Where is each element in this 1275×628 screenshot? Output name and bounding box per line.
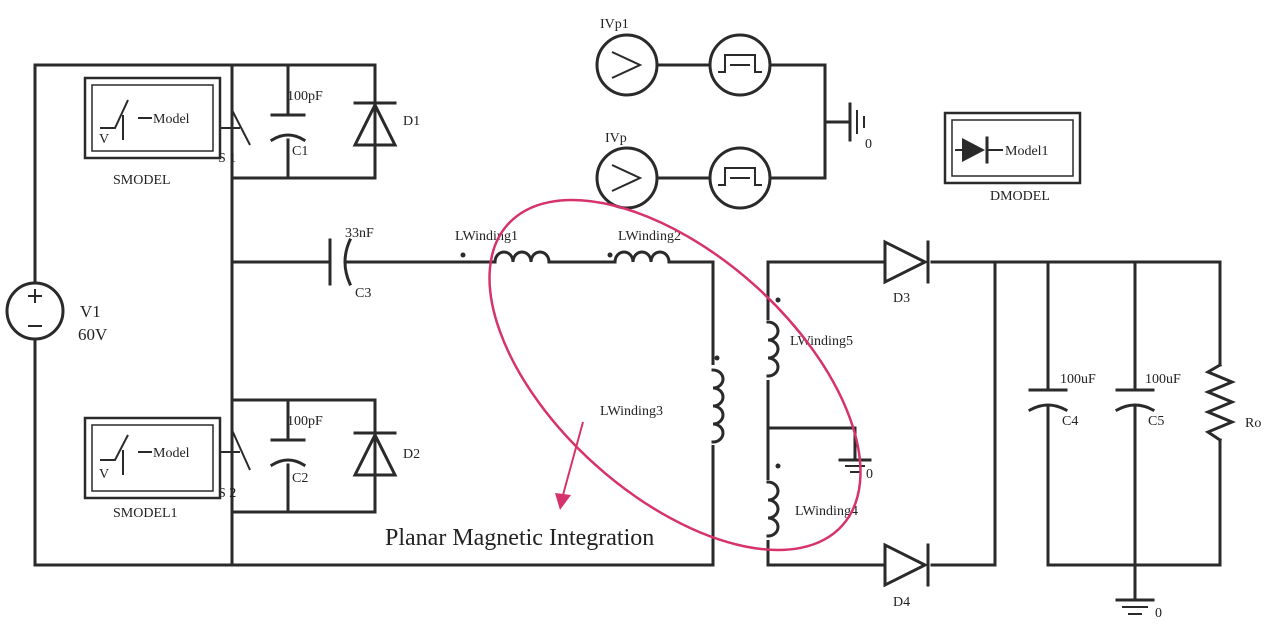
ro-label: Ro	[1245, 416, 1261, 431]
winding-lw4: LWinding4	[760, 463, 858, 540]
c4-value: 100uF	[1060, 372, 1096, 387]
ground-output: 0	[1115, 598, 1162, 621]
s2-label: S 2	[218, 486, 236, 501]
integration-highlight: Planar Magnetic Integration	[385, 198, 862, 552]
d1-label: D1	[403, 114, 420, 129]
smodel-bottom-block: V Model SMODEL1	[83, 416, 222, 521]
lw1-label: LWinding1	[455, 229, 518, 244]
ivp1-label: IVp1	[600, 17, 629, 32]
lw3-label: LWinding3	[600, 404, 663, 419]
v1-ref: V1	[80, 302, 101, 321]
dmodel-model: Model1	[1005, 144, 1049, 159]
d2-label: D2	[403, 447, 420, 462]
smodel-bottom-model: Model	[153, 446, 190, 461]
d3-label: D3	[893, 291, 910, 306]
c1-ref: C1	[292, 144, 308, 159]
smodel-bottom-v: V	[99, 467, 109, 482]
winding-lw5: LWinding5	[760, 297, 853, 380]
diode-d4: D4	[883, 542, 930, 610]
diode-d3: D3	[883, 239, 930, 306]
smodel-bottom-name: SMODEL1	[113, 506, 178, 521]
c1-value: 100pF	[287, 89, 323, 104]
switch-s1: S 1	[218, 95, 251, 166]
c5-ref: C5	[1148, 414, 1164, 429]
drive-source-ivp: IVp	[595, 131, 772, 210]
c3-ref: C3	[355, 286, 371, 301]
capacitor-c5: 100uF C5	[1114, 372, 1181, 429]
secondary-wiring	[766, 260, 1222, 600]
lw4-label: LWinding4	[795, 504, 858, 519]
switch-s2: S 2	[218, 429, 251, 501]
c2-value: 100pF	[287, 414, 323, 429]
smodel-top-name: SMODEL	[113, 173, 171, 188]
winding-lw2: LWinding2	[607, 229, 715, 567]
dmodel-block: Model1 DMODEL	[943, 111, 1082, 204]
smodel-top-block: V Model SMODEL	[83, 76, 222, 188]
c3-value: 33nF	[345, 226, 374, 241]
dmodel-name: DMODEL	[990, 189, 1050, 204]
callout-label: Planar Magnetic Integration	[385, 525, 654, 551]
capacitor-c4: 100uF C4	[1027, 372, 1096, 429]
c5-value: 100uF	[1145, 372, 1181, 387]
smodel-top-v: V	[99, 132, 109, 147]
voltage-source-v1: V1 60V	[5, 281, 108, 344]
winding-lw3: LWinding3	[600, 355, 725, 445]
capacitor-c2: 100pF C2	[269, 414, 323, 486]
v1-value: 60V	[78, 325, 108, 344]
d4-label: D4	[893, 595, 910, 610]
capacitor-c3: 33nF C3	[328, 226, 374, 301]
gnd-top-label: 0	[865, 137, 872, 152]
ground-top: 0	[823, 102, 872, 152]
ground-mid: 0	[838, 458, 873, 482]
diode-d1: D1	[352, 101, 420, 147]
smodel-top-model: Model	[153, 112, 190, 127]
drive-source-ivp1: IVp1	[595, 17, 827, 180]
c2-ref: C2	[292, 471, 308, 486]
winding-lw1: LWinding1	[453, 229, 612, 264]
s1-label: S 1	[218, 151, 236, 166]
gnd-mid-label: 0	[866, 467, 873, 482]
resistor-ro: Ro	[1204, 362, 1261, 443]
ivp-label: IVp	[605, 131, 627, 146]
diode-d2: D2	[352, 431, 420, 477]
lw5-label: LWinding5	[790, 334, 853, 349]
gnd-out-label: 0	[1155, 606, 1162, 621]
capacitor-c1: 100pF C1	[269, 89, 323, 159]
left-wiring	[33, 63, 715, 567]
lw2-label: LWinding2	[618, 229, 681, 244]
c4-ref: C4	[1062, 414, 1078, 429]
